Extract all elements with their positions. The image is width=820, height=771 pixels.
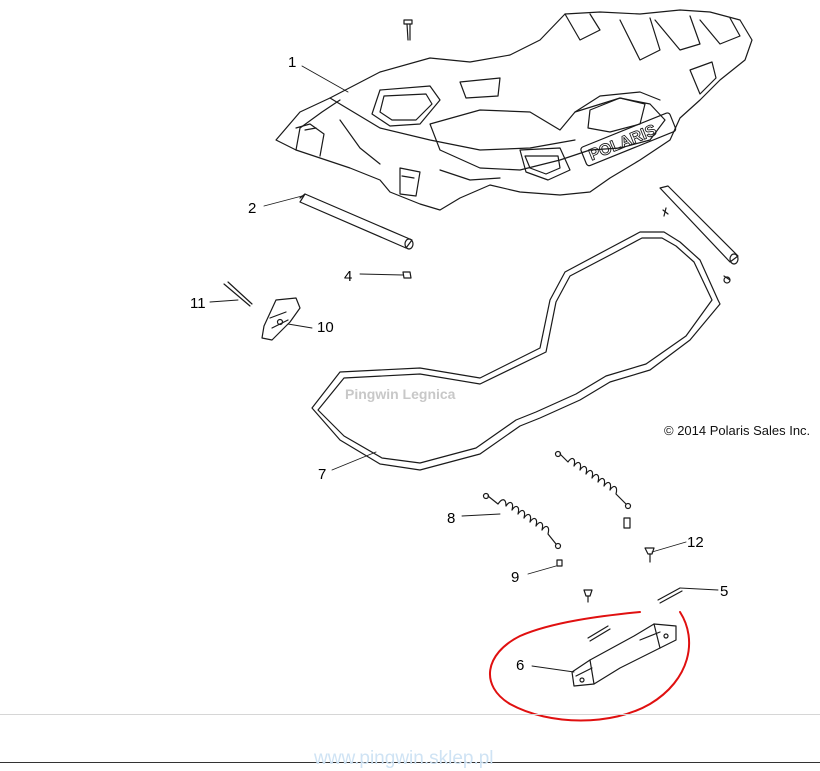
screw-top [403,19,413,41]
callout-7: 7 [318,466,326,483]
callout-5: 5 [720,583,728,600]
screw-mid [583,589,593,603]
highlight-circle [488,611,691,722]
copyright-text: © 2014 Polaris Sales Inc. [664,423,811,438]
callout-9: 9 [511,569,519,586]
hood-body: POLARIS [275,9,753,211]
spring-right [554,450,632,510]
callout-4: 4 [344,268,352,285]
small-rod [587,625,611,642]
pin [223,281,253,307]
screw-left [556,559,563,567]
callout-10: 10 [317,319,334,336]
screw-right [623,517,631,529]
screw-12 [644,547,655,563]
page-divider [0,714,820,715]
callout-11: 11 [190,295,206,312]
spring-left [482,492,562,550]
callout-2: 2 [248,200,256,217]
watermark-url: www.pingwin.sklep.pl [314,748,494,769]
latch [261,297,301,341]
callout-6: 6 [516,657,524,674]
watermark-center: Pingwin Legnica [345,386,456,402]
bracket [571,623,677,687]
rod [657,587,683,604]
footer-divider [0,762,820,763]
polaris-logo: POLARIS [580,112,677,167]
tube-left [299,193,414,250]
leader-lines [209,65,719,673]
seal [311,231,721,471]
callout-12: 12 [687,534,704,551]
nut [402,271,412,279]
tube-right [659,185,739,284]
callout-8: 8 [447,510,455,527]
callout-1: 1 [288,54,296,71]
